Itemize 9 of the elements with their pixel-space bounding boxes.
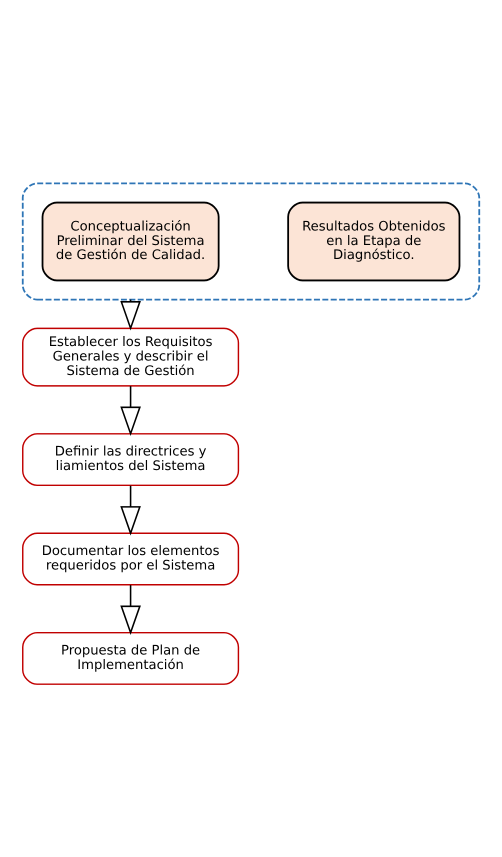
arrow	[120, 584, 141, 635]
arrow	[120, 386, 141, 436]
node-box: Definir las directrices y liamientos del Sistema	[22, 432, 240, 486]
node-box: Resultados Obtenidos en la Etapa de Diagnóstico.	[287, 201, 460, 281]
arrow	[120, 485, 141, 536]
node-box: Establecer los Requisitos Generales y describir el Sistema de Gestión	[22, 327, 240, 386]
node-box: Propuesta de Plan de Implementación	[22, 631, 240, 684]
node-box: Documentar los elementos requeridos por el Sistema	[22, 532, 240, 585]
node-box: Conceptualización Preliminar del Sistema de Gestión de Calidad.	[42, 201, 220, 281]
